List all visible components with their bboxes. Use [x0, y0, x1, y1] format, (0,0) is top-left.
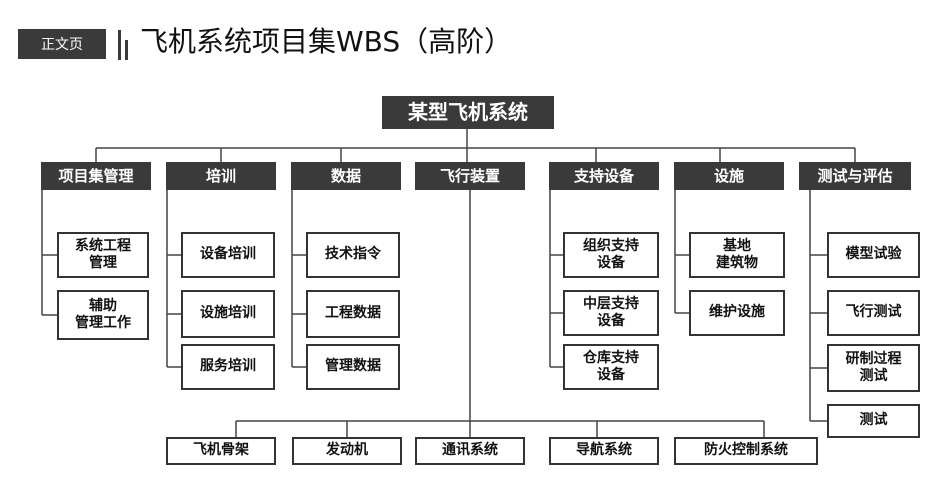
category-test-eval: 测试与评估 [799, 162, 911, 190]
node-model-test: 模型试验 [827, 232, 920, 278]
node-technical-orders: 技术指令 [306, 232, 400, 278]
title-bars-decoration [118, 30, 138, 60]
node-navigation-system: 导航系统 [549, 437, 659, 465]
node-engine: 发动机 [292, 437, 402, 465]
root-node: 某型飞机系统 [382, 96, 554, 129]
node-depot-support-equipment: 仓库支持 设备 [563, 344, 659, 390]
node-management-data: 管理数据 [306, 344, 400, 390]
node-mid-support-equipment: 中层支持 设备 [563, 290, 659, 336]
category-data: 数据 [291, 162, 401, 190]
category-training: 培训 [166, 162, 276, 190]
node-engineering-data: 工程数据 [306, 290, 400, 338]
node-fire-control-system: 防火控制系统 [674, 437, 818, 465]
page-title: 飞机系统项目集WBS（高阶） [140, 25, 513, 58]
node-maintenance-facilities: 维护设施 [689, 290, 785, 336]
node-equipment-training: 设备培训 [181, 232, 275, 278]
node-aux-mgmt-work: 辅助 管理工作 [57, 290, 149, 340]
node-service-training: 服务培训 [181, 344, 275, 390]
category-facilities: 设施 [674, 162, 784, 190]
node-test: 测试 [827, 404, 920, 438]
category-air-vehicle: 飞行装置 [415, 162, 525, 190]
node-system-engineering-mgmt: 系统工程 管理 [57, 232, 149, 278]
node-airframe: 飞机骨架 [166, 437, 276, 465]
node-flight-test: 飞行测试 [827, 290, 920, 336]
node-base-buildings: 基地 建筑物 [689, 232, 785, 278]
category-project-mgmt: 项目集管理 [41, 162, 151, 190]
node-comm-system: 通讯系统 [415, 437, 525, 465]
page-tag: 正文页 [18, 29, 106, 59]
category-support-equipment: 支持设备 [549, 162, 659, 190]
node-facility-training: 设施培训 [181, 290, 275, 338]
node-dev-process-test: 研制过程 测试 [827, 344, 920, 392]
node-org-support-equipment: 组织支持 设备 [563, 232, 659, 278]
